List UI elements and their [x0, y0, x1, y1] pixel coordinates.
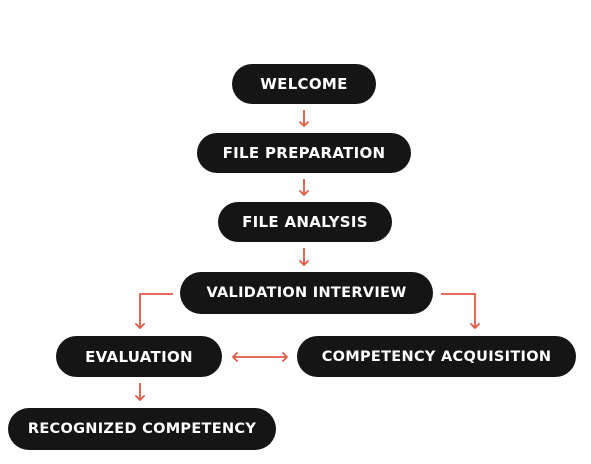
node-recognized-competency: RECOGNIZED COMPETENCY	[8, 408, 276, 450]
arrow-interview-to-evaluation	[135, 293, 173, 329]
node-competency-acquisition: COMPETENCY ACQUISITION	[297, 336, 576, 377]
node-welcome: WELCOME	[232, 64, 376, 104]
arrow-interview-to-acquisition	[441, 293, 480, 329]
node-file-preparation: FILE PREPARATION	[197, 133, 411, 173]
node-evaluation: EVALUATION	[56, 336, 222, 377]
node-file-analysis: FILE ANALYSIS	[218, 202, 392, 242]
node-validation-interview: VALIDATION INTERVIEW	[180, 272, 433, 314]
